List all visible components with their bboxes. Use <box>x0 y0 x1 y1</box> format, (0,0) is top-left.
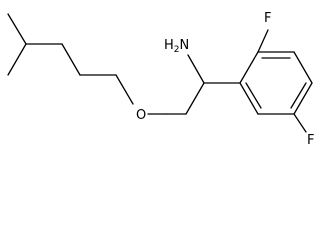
bond-c6-c7 <box>115 74 134 105</box>
amine-subscript: 2 <box>174 45 180 55</box>
ring-double-2 <box>290 82 307 109</box>
fluorine-top-label: F <box>264 11 271 26</box>
bond-chiral-n <box>187 54 205 84</box>
amine-label: H2N <box>164 38 189 55</box>
ring-bond-4 <box>293 82 313 115</box>
ring-double-3 <box>245 82 262 109</box>
amine-h: H <box>164 38 174 53</box>
structure-diagram: H2N O F F <box>7 11 314 148</box>
ether-oxygen-label: O <box>136 108 146 123</box>
bond-ring-f-top <box>257 29 269 53</box>
bond-ch2-chiral <box>185 82 205 115</box>
bond-ring-f-bottom <box>293 113 307 133</box>
ring-bond-1 <box>239 51 259 84</box>
ring-bond-6 <box>239 82 259 115</box>
bond-c1-c2 <box>7 13 27 45</box>
ring-bond-3 <box>293 51 313 84</box>
fluorine-bottom-label: F <box>307 133 314 148</box>
bond-c3-c2 <box>7 43 27 76</box>
amine-n: N <box>180 38 190 53</box>
molecule-svg: H2N O F F <box>7 11 314 148</box>
bond-c4-c5 <box>61 43 81 76</box>
